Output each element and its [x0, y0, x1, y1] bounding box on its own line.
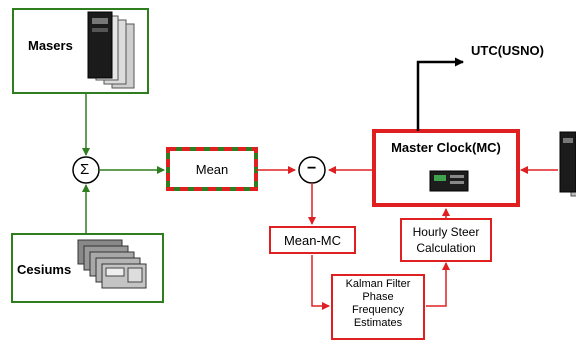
- maser-rack-icon: [87, 11, 135, 89]
- kalman-line-1: Kalman Filter: [345, 278, 411, 290]
- mean-mc-label: Mean-MC: [283, 232, 342, 248]
- mc-to-utc-arrow: [416, 57, 464, 131]
- utc-usno-label: UTC(USNO): [471, 43, 544, 58]
- master-clock-box: [372, 129, 520, 207]
- cesiums-label: Cesiums: [17, 262, 72, 277]
- sum-symbol: Σ: [80, 161, 90, 178]
- master-clock-device-icon: [429, 170, 469, 192]
- masers-label: Masers: [28, 38, 73, 53]
- hourly-steer-line-1: Hourly Steer: [412, 225, 480, 239]
- hourly-steer-line-2: Calculation: [416, 241, 476, 255]
- diff-symbol: −: [307, 160, 317, 177]
- kalman-line-2: Phase: [362, 291, 394, 303]
- mean-label: Mean: [195, 162, 229, 177]
- kalman-line-4: Estimates: [353, 317, 403, 329]
- kalman-filter-box: Kalman Filter Phase Frequency Estimates: [331, 274, 425, 340]
- meanmc-to-kalman-arrow: [311, 255, 330, 310]
- master-clock-label: Master Clock(MC): [391, 140, 501, 155]
- kalman-line-3: Frequency: [352, 304, 404, 316]
- maser-rack-icon: [559, 131, 576, 197]
- kalman-to-steer-arrow: [426, 262, 450, 307]
- hourly-steer-box: Hourly Steer Calculation: [400, 218, 492, 262]
- mean-mc-box: Mean-MC: [269, 226, 356, 254]
- cesium-stack-icon: [77, 239, 147, 289]
